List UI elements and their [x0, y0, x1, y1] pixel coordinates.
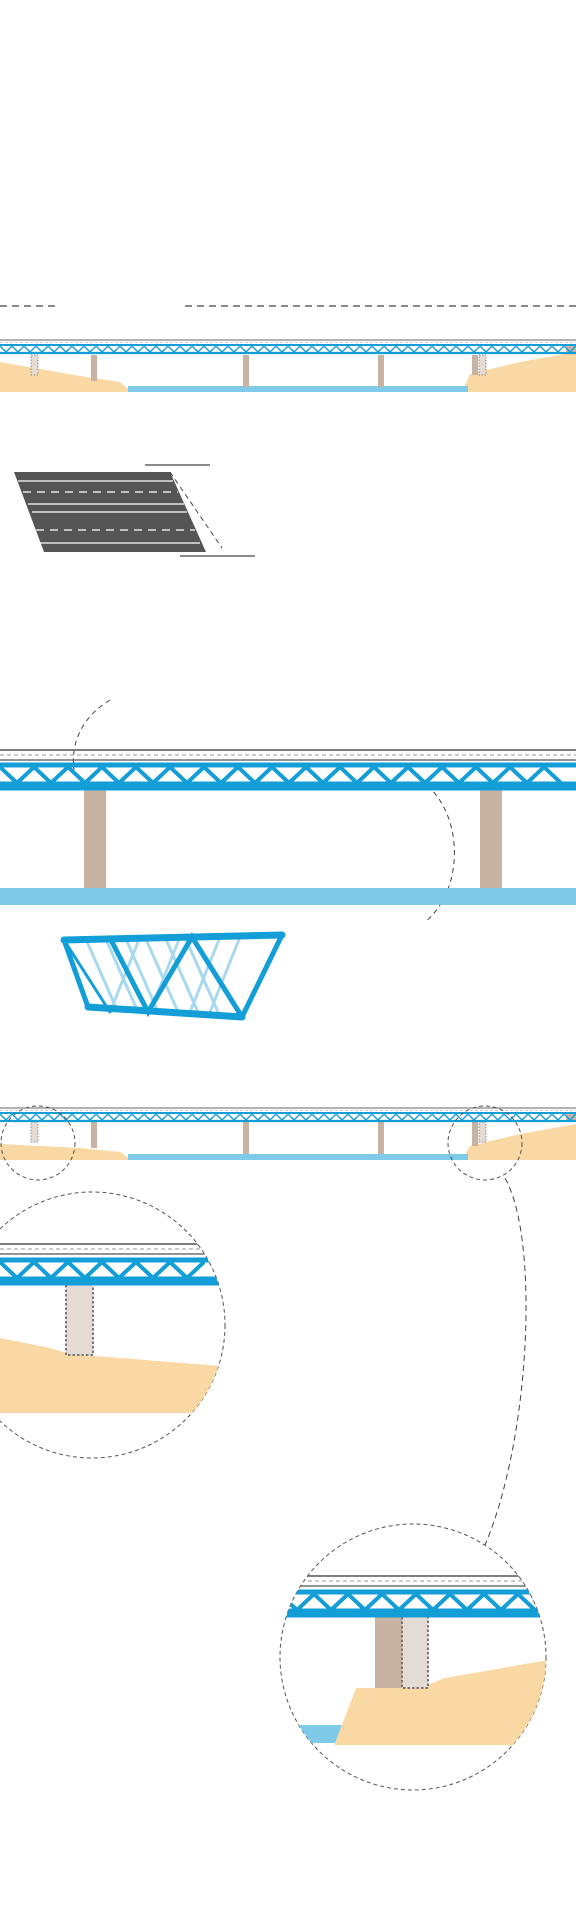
pier	[472, 1122, 478, 1146]
leader-curve	[419, 779, 455, 923]
callout-circle-left	[0, 1105, 76, 1181]
river-water	[0, 888, 576, 905]
abutment-right	[478, 1121, 487, 1143]
pier	[378, 1122, 384, 1154]
left-bank	[0, 1144, 132, 1160]
pier	[84, 790, 106, 890]
abutment-left	[30, 1121, 39, 1143]
abutment-right	[478, 354, 487, 376]
pier	[91, 355, 97, 381]
leader-curve	[484, 1177, 527, 1546]
truss-web	[0, 1113, 576, 1121]
bridge-span-zoom	[0, 699, 576, 923]
bridge-elevation	[0, 339, 576, 392]
truss-web	[0, 1259, 206, 1281]
pier	[472, 355, 478, 375]
pier	[243, 355, 249, 387]
pier	[243, 1122, 249, 1154]
bridge-elevation-callouts	[0, 1105, 576, 1546]
truss-web	[0, 345, 576, 353]
left-bank	[0, 362, 132, 392]
pier	[91, 1122, 97, 1148]
right-bank	[462, 1124, 576, 1160]
pier	[480, 790, 502, 890]
truss-cross-section	[60, 931, 286, 1021]
pier	[378, 355, 384, 387]
abutment-detail-right	[279, 1523, 547, 1791]
callout-circle-right	[447, 1105, 523, 1181]
road-deck	[14, 464, 255, 557]
river-water	[128, 386, 468, 392]
abutment-left	[30, 354, 39, 376]
river-water	[128, 1154, 468, 1160]
leader-curve	[72, 699, 111, 771]
abutment-detail-left	[0, 1191, 226, 1459]
end-block	[566, 1113, 576, 1121]
end-block	[566, 346, 576, 354]
right-bank	[462, 352, 576, 392]
truss-web	[0, 764, 563, 786]
truss-web	[280, 1591, 537, 1613]
